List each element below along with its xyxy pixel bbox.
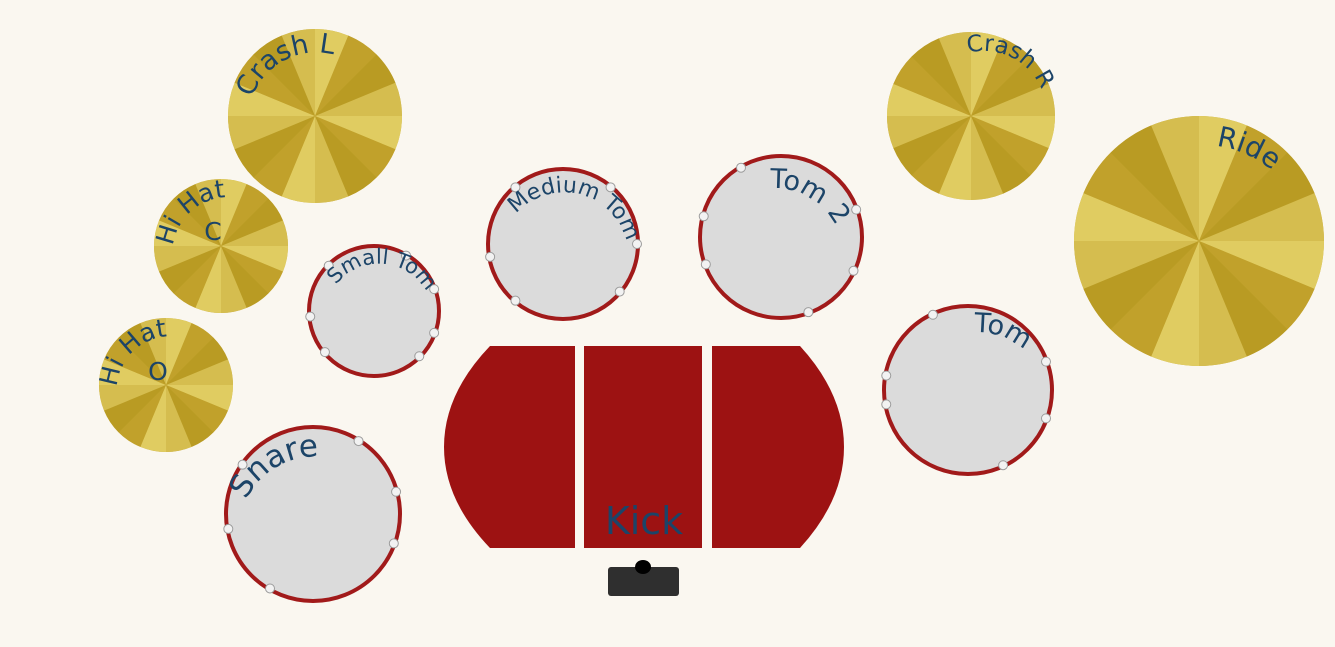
snare-drum[interactable]: Snare	[222, 425, 402, 603]
tension-lug	[429, 327, 440, 338]
tom-2-head	[698, 154, 864, 320]
tension-lug	[927, 309, 938, 320]
tension-lug	[265, 583, 275, 594]
hi-hat-o-cymbal[interactable]: Hi Hat O	[94, 313, 233, 452]
tom-head	[882, 304, 1054, 476]
crash-r-cymbal[interactable]: Crash R	[887, 31, 1059, 200]
medium-tom-drum[interactable]: Medium Tom	[485, 167, 645, 321]
tension-lug	[510, 182, 521, 193]
medium-tom-lugs	[485, 182, 642, 306]
tension-lug	[998, 460, 1009, 471]
tension-lug	[305, 311, 316, 322]
hi-hat-c-cymbal[interactable]: Hi Hat C	[150, 174, 288, 313]
snare-lugs	[223, 436, 402, 594]
tension-lug	[1040, 413, 1051, 424]
tension-lug	[848, 265, 859, 276]
kick-pedal[interactable]	[608, 560, 679, 596]
tom-lugs	[881, 309, 1051, 471]
tension-lug	[414, 351, 425, 362]
tension-lug	[698, 211, 709, 222]
small-tom-drum[interactable]: Small Tom	[305, 244, 442, 378]
tension-lug	[429, 284, 440, 295]
tension-lug	[851, 204, 862, 215]
small-tom-head	[307, 244, 441, 378]
tension-lug	[319, 347, 330, 358]
tension-lug	[388, 538, 399, 549]
tension-lug	[803, 307, 814, 318]
kick-label: Kick	[605, 499, 683, 543]
hi-hat-c-sublabel: C	[204, 217, 221, 246]
hi-hat-o-sublabel: O	[148, 357, 168, 386]
ride-cymbal[interactable]: Ride	[1074, 116, 1324, 366]
tension-lug	[391, 486, 402, 497]
tension-lug	[323, 260, 334, 271]
kick-pedal-base	[608, 567, 679, 596]
tom-2-lugs	[698, 162, 862, 318]
tension-lug	[605, 182, 616, 193]
small-tom-lugs	[305, 250, 440, 362]
tension-lug	[700, 259, 711, 270]
kick-pedal-beater	[635, 560, 651, 574]
tension-lug	[223, 523, 234, 534]
tension-lug	[1040, 356, 1051, 367]
tension-lug	[510, 295, 521, 306]
kick-drum[interactable]: Kick	[444, 346, 844, 548]
tension-lug	[237, 459, 248, 470]
tom-2-drum[interactable]: Tom 2	[698, 154, 864, 320]
kick-left-segment	[444, 346, 575, 548]
tension-lug	[614, 286, 625, 297]
crash-l-cymbal[interactable]: Crash L	[228, 28, 402, 203]
tension-lug	[736, 162, 746, 173]
kick-right-segment	[712, 346, 844, 548]
tom-drum[interactable]: Tom	[881, 304, 1054, 476]
snare-head	[224, 425, 402, 603]
tension-lug	[353, 436, 364, 447]
kick-middle-segment	[584, 346, 702, 548]
tension-lug	[881, 370, 892, 381]
tension-lug	[485, 251, 496, 262]
tension-lug	[401, 250, 411, 261]
tension-lug	[632, 239, 642, 249]
tension-lug	[881, 399, 892, 410]
